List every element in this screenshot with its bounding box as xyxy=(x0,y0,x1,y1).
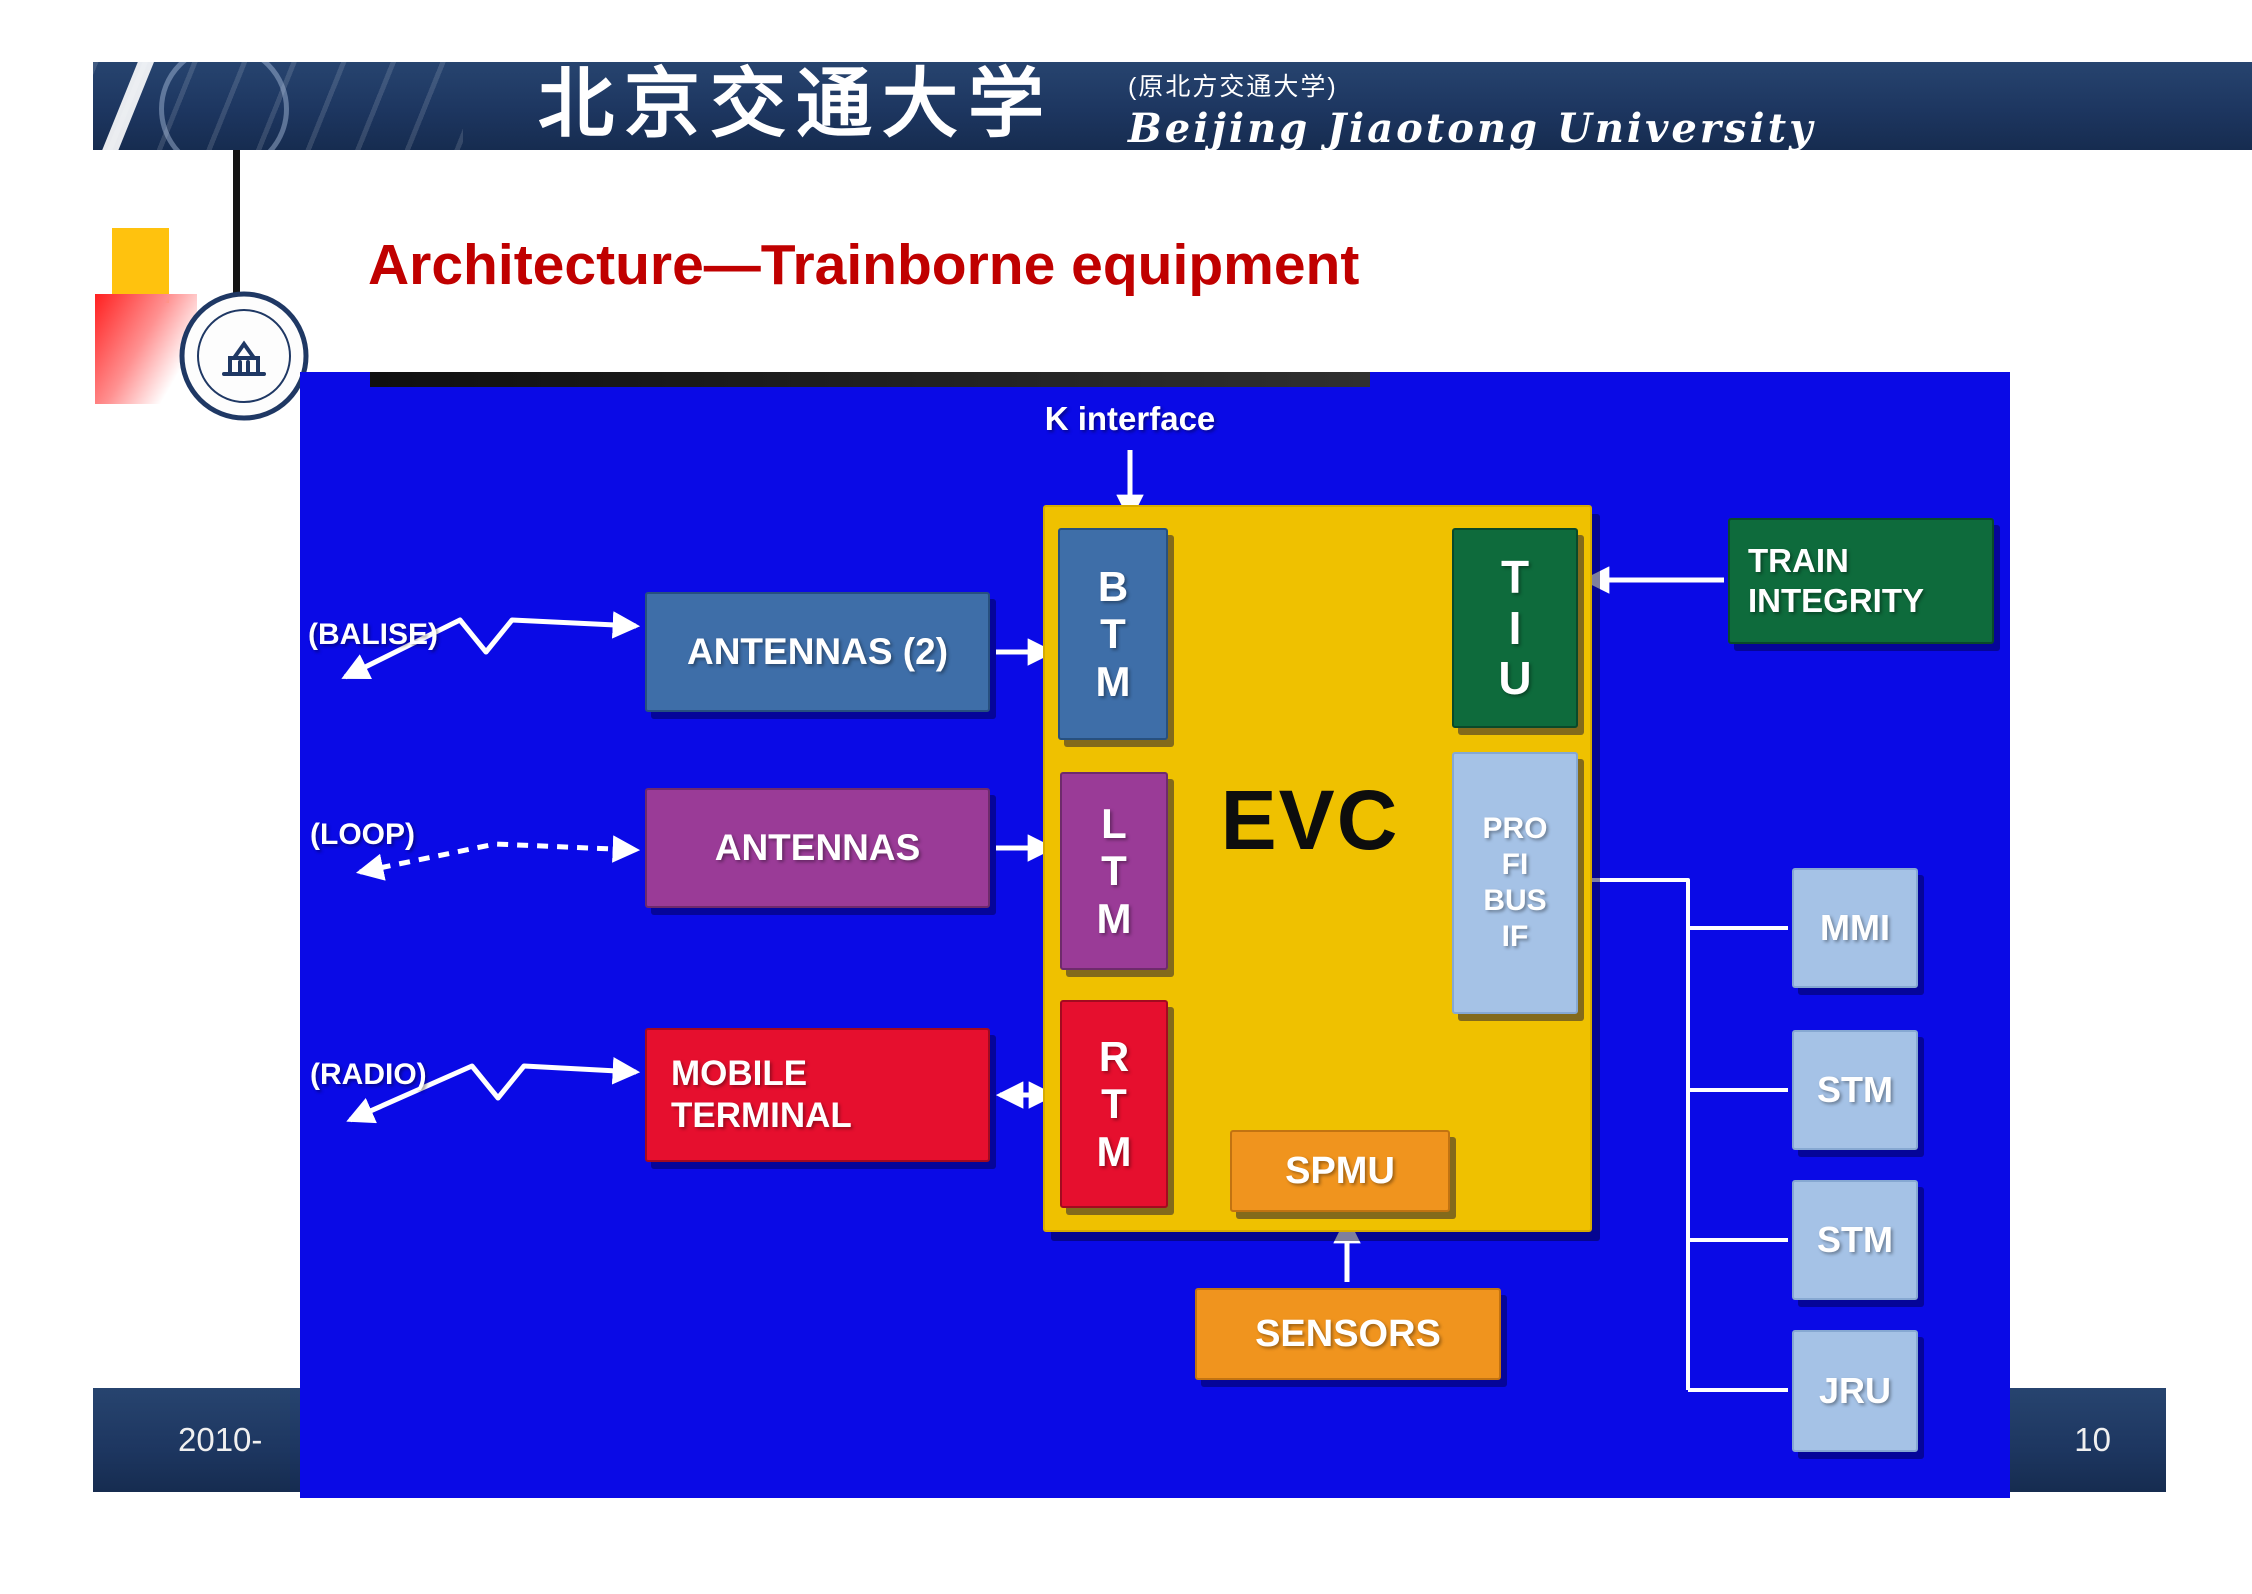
title-yellow-square xyxy=(112,228,169,303)
sensors-box: SENSORS xyxy=(1195,1288,1501,1380)
former-name-chinese: (原北方交通大学) xyxy=(1128,73,1338,101)
evc-label: EVC xyxy=(1220,773,1400,867)
ltm-box: L T M xyxy=(1060,772,1168,970)
mmi-box: MMI xyxy=(1792,868,1918,988)
diagram-connectors xyxy=(341,450,1788,1392)
slide-title: Architecture—Trainborne equipment xyxy=(368,233,1360,297)
banner-logo-ring-icon xyxy=(159,62,289,150)
radio-label: (RADIO) xyxy=(310,1058,427,1091)
jru-box: JRU xyxy=(1792,1330,1918,1452)
loop-dashed-arrow xyxy=(355,835,641,881)
train-integrity-box: TRAIN INTEGRITY xyxy=(1728,518,1994,644)
loop-label: (LOOP) xyxy=(310,818,415,851)
stm-box-2: STM xyxy=(1792,1180,1918,1300)
title-vertical-line xyxy=(233,150,240,332)
mobile-terminal-box: MOBILE TERMINAL xyxy=(645,1028,990,1162)
footer-date: 2010- xyxy=(178,1421,263,1458)
antennas-2-box: ANTENNAS (2) xyxy=(645,592,990,712)
profibus-trunk-line xyxy=(1582,878,1690,1390)
btm-box: B T M xyxy=(1058,528,1168,740)
balise-zigzag-arrow xyxy=(341,611,641,680)
diagram-top-strip xyxy=(370,372,1370,387)
tiu-box: T I U xyxy=(1452,528,1578,728)
stm-box-1: STM xyxy=(1792,1030,1918,1150)
header-banner: 北京交通大学 (原北方交通大学) Beijing Jiaotong Univer… xyxy=(93,62,2252,150)
university-emblem-icon xyxy=(178,290,310,422)
page-number: 10 xyxy=(2074,1421,2111,1458)
university-name-chinese: 北京交通大学 xyxy=(538,62,1054,148)
profibus-if-box: PRO FI BUS IF xyxy=(1452,752,1578,1014)
antennas-box: ANTENNAS xyxy=(645,788,990,908)
university-name-english: Beijing Jiaotong University xyxy=(1128,105,1816,150)
rtm-box: R T M xyxy=(1060,1000,1168,1208)
radio-zigzag-arrow xyxy=(346,1057,641,1124)
k-interface-label: K interface xyxy=(1044,400,1216,437)
header-text-block: (原北方交通大学) Beijing Jiaotong University (N… xyxy=(1128,67,1816,150)
spmu-box: SPMU xyxy=(1230,1130,1450,1212)
balise-label: (BALISE) xyxy=(308,618,438,651)
trainborne-architecture-diagram: K interface (BALISE) (LOOP) (RADIO) ANTE… xyxy=(300,372,2010,1498)
